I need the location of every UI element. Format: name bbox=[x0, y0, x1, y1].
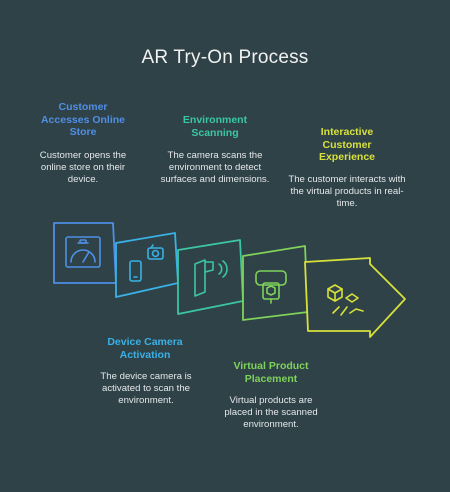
step-4-description: Virtual products are placed in the scann… bbox=[224, 395, 318, 430]
hand-cube-icon bbox=[327, 284, 364, 316]
step-5-description: The customer interacts with the virtual … bbox=[288, 174, 406, 209]
step-2-description: The device camera is activated to scan t… bbox=[100, 371, 192, 406]
step-1-panel bbox=[53, 222, 117, 284]
step-3-panel bbox=[177, 239, 244, 315]
step-1-description: Customer opens the online store on their… bbox=[39, 150, 127, 185]
step-2-panel bbox=[115, 232, 179, 298]
step-5-arrow bbox=[304, 257, 406, 338]
store-monitor-icon bbox=[65, 236, 101, 268]
step-1-heading: Customer Accesses Online Store bbox=[40, 101, 126, 138]
step-2-heading: Device Camera Activation bbox=[107, 336, 183, 361]
diagram-title: AR Try-On Process bbox=[141, 47, 309, 68]
phone-camera-icon bbox=[129, 244, 164, 282]
step-4-heading: Virtual Product Placement bbox=[233, 360, 309, 385]
step-3-description: The camera scans the environment to dete… bbox=[160, 150, 270, 185]
step-3-heading: Environment Scanning bbox=[182, 114, 248, 139]
vr-headset-box-icon bbox=[255, 270, 287, 304]
step-5-heading: Interactive Customer Experience bbox=[318, 126, 376, 163]
scanner-icon bbox=[194, 259, 228, 297]
step-4-panel bbox=[242, 245, 309, 321]
